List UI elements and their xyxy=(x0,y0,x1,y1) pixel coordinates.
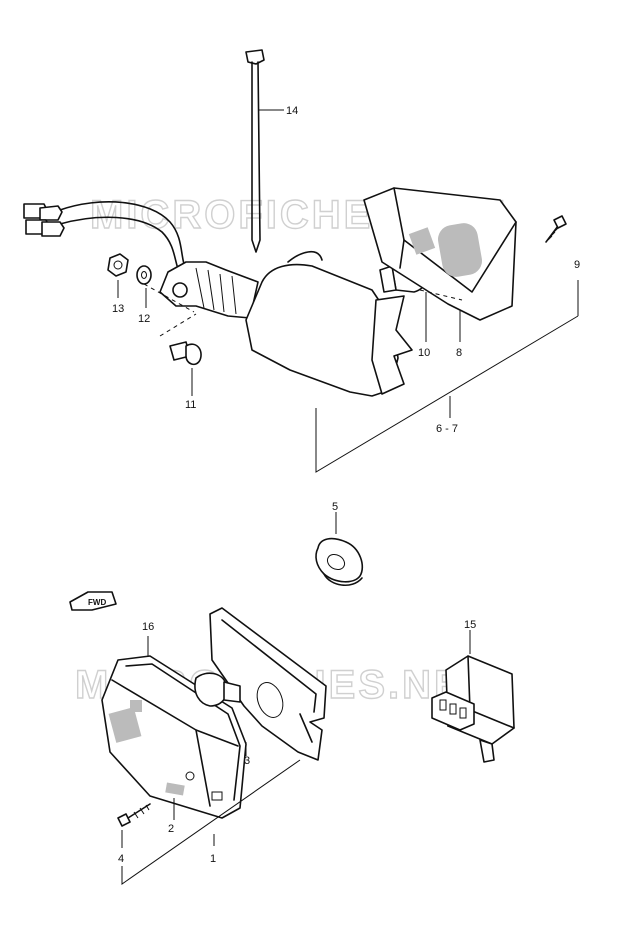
label-6-7: 6 - 7 xyxy=(436,423,458,435)
lower-signal-assembly xyxy=(101,607,327,819)
grommet-part-5 xyxy=(315,512,364,586)
label-15: 15 xyxy=(464,619,476,631)
label-14: 14 xyxy=(286,105,298,117)
label-4: 4 xyxy=(118,853,124,865)
washer-part-12 xyxy=(136,265,195,313)
nut-part-13 xyxy=(107,253,129,277)
label-12: 12 xyxy=(138,313,150,325)
label-5: 5 xyxy=(332,501,338,513)
label-2: 2 xyxy=(168,823,174,835)
label-3: 3 xyxy=(244,755,250,767)
screw-part-4 xyxy=(117,803,151,848)
label-1: 1 xyxy=(210,853,216,865)
fwd-label: FWD xyxy=(88,598,106,607)
label-8: 8 xyxy=(456,347,462,359)
label-13: 13 xyxy=(112,303,124,315)
label-10: 10 xyxy=(418,347,430,359)
label-9: 9 xyxy=(574,259,580,271)
screw-part-9 xyxy=(545,215,567,243)
screw-part-11 xyxy=(159,313,202,396)
upper-signal-assembly xyxy=(23,187,517,397)
label-16: 16 xyxy=(142,621,154,633)
relay-part-15 xyxy=(431,630,515,763)
cable-tie-part-14 xyxy=(245,49,284,253)
label-11: 11 xyxy=(185,399,196,411)
fwd-arrow-tag: FWD xyxy=(69,591,117,611)
